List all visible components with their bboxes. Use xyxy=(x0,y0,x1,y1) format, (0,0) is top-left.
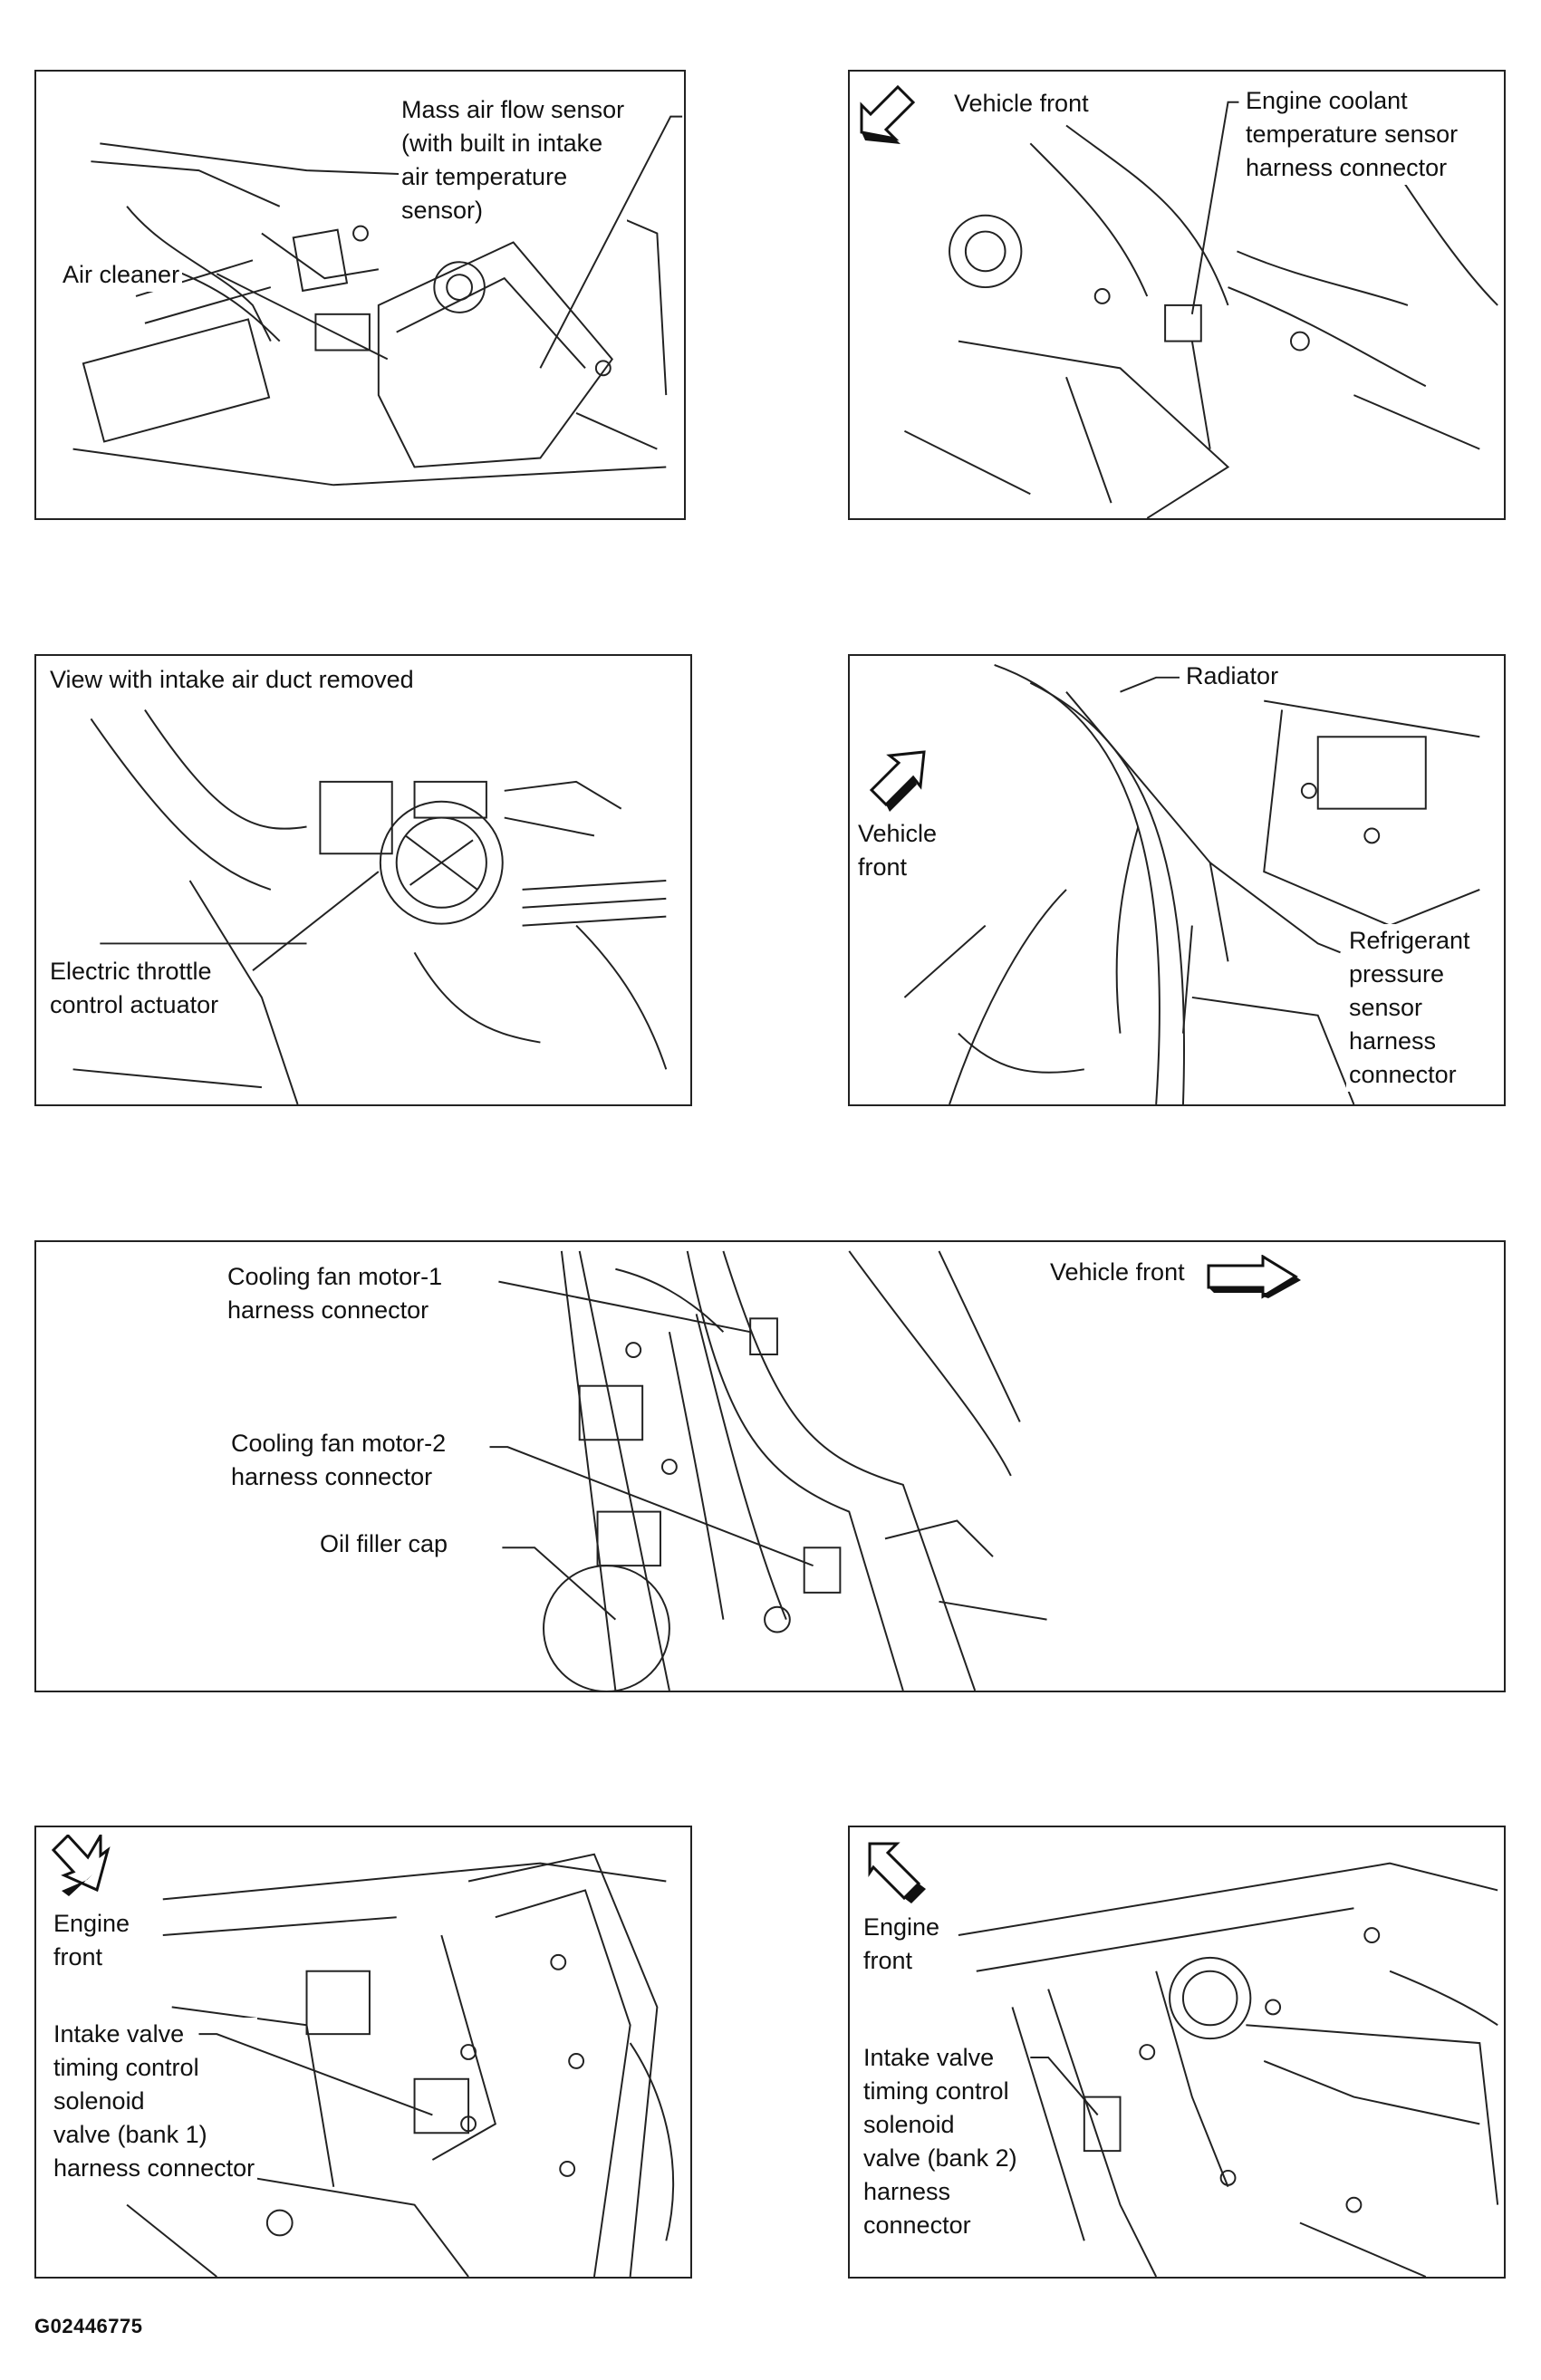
radiator-label: Radiator xyxy=(1183,660,1282,693)
vehicle-front-label: Vehicle front xyxy=(951,87,1092,120)
engine-front-arrow-icon xyxy=(868,1842,926,1903)
air-cleaner-label: Air cleaner xyxy=(60,258,183,292)
engine-illustration-throttle xyxy=(72,708,668,1104)
panel-ivt-solenoid-bank-2: Engine front Intake valve timing control… xyxy=(848,1826,1506,2279)
cooling-fan-leader-lines xyxy=(489,1280,814,1621)
view-note-label: View with intake air duct removed xyxy=(47,663,417,697)
electric-throttle-actuator-label: Electric throttle control actuator xyxy=(47,955,222,1022)
oil-filler-cap-label: Oil filler cap xyxy=(317,1527,451,1561)
vehicle-front-arrow-icon xyxy=(860,84,916,144)
figure-id: G02446775 xyxy=(34,2315,143,2337)
bank-1-leader-line xyxy=(198,2033,433,2116)
cooling-fan-motor-2-label: Cooling fan motor-2 harness connector xyxy=(228,1427,449,1494)
cooling-fan-motor-1-label: Cooling fan motor-1 harness connector xyxy=(225,1260,446,1327)
ivt-solenoid-bank-2-label: Intake valve timing control solenoid val… xyxy=(861,2041,1020,2242)
refrigerant-pressure-sensor-label: Refrigerant pressure sensor harness conn… xyxy=(1346,924,1473,1092)
panel-ivt-solenoid-bank-1: Engine front Intake valve timing control… xyxy=(34,1826,692,2279)
engine-front-arrow-icon xyxy=(51,1835,111,1896)
refrigerant-leader-lines xyxy=(1120,676,1341,954)
engine-illustration-bank-1 xyxy=(126,1853,675,2277)
throttle-leader-line xyxy=(252,871,380,971)
engine-illustration-refrigerant xyxy=(903,663,1480,1104)
vehicle-front-label: Vehicle front xyxy=(855,817,940,884)
engine-front-label: Engine front xyxy=(51,1907,133,1974)
maf-leader-lines xyxy=(216,115,683,369)
engine-illustration-bank-2 xyxy=(958,1862,1499,2277)
ect-connector-label: Engine coolant temperature sensor harnes… xyxy=(1243,84,1461,185)
engine-illustration-ect xyxy=(903,124,1498,518)
vehicle-front-arrow-icon xyxy=(1207,1255,1301,1299)
ect-leader-line xyxy=(1190,101,1239,314)
ivt-solenoid-bank-1-label: Intake valve timing control solenoid val… xyxy=(51,2018,258,2185)
panel-engine-coolant-temperature-sensor: Vehicle front Engine coolant temperature… xyxy=(848,70,1506,520)
engine-front-label: Engine front xyxy=(861,1911,943,1978)
mass-air-flow-sensor-label: Mass air flow sensor (with built in inta… xyxy=(399,93,628,227)
engine-illustration-cooling-fan xyxy=(543,1250,1047,1691)
panel-mass-air-flow-sensor: Mass air flow sensor (with built in inta… xyxy=(34,70,686,520)
bank-2-leader-line xyxy=(1030,2056,1099,2116)
engine-illustration-maf xyxy=(72,142,668,487)
panel-cooling-fan-motors: Cooling fan motor-1 harness connector Co… xyxy=(34,1240,1506,1692)
vehicle-front-arrow-icon xyxy=(869,750,926,812)
panel-electric-throttle-control-actuator: View with intake air duct removed Electr… xyxy=(34,654,692,1106)
vehicle-front-label: Vehicle front xyxy=(1047,1256,1188,1289)
panel-refrigerant-pressure-sensor: Radiator Vehicle front Refrigerant press… xyxy=(848,654,1506,1106)
